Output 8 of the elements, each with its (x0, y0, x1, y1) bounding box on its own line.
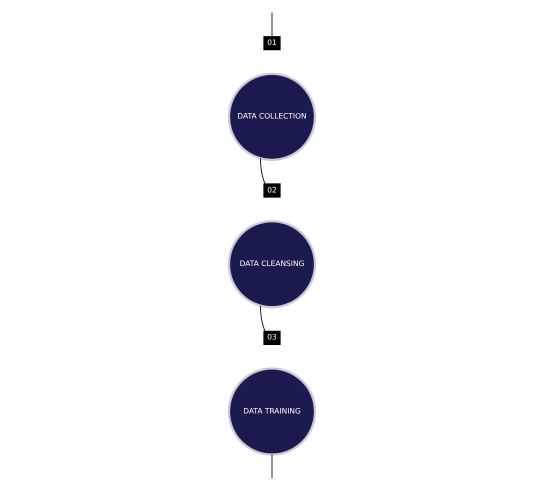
node-circle: DATA CLEANSING (228, 220, 316, 308)
node-box: 02 (263, 183, 281, 198)
connector (260, 305, 266, 332)
node-circle: DATA COLLECTION (228, 72, 316, 161)
node-box: 01 (263, 36, 281, 50)
node-box: 03 (263, 330, 281, 345)
node-circle: DATA TRAINING (228, 367, 316, 456)
connector (260, 158, 266, 184)
